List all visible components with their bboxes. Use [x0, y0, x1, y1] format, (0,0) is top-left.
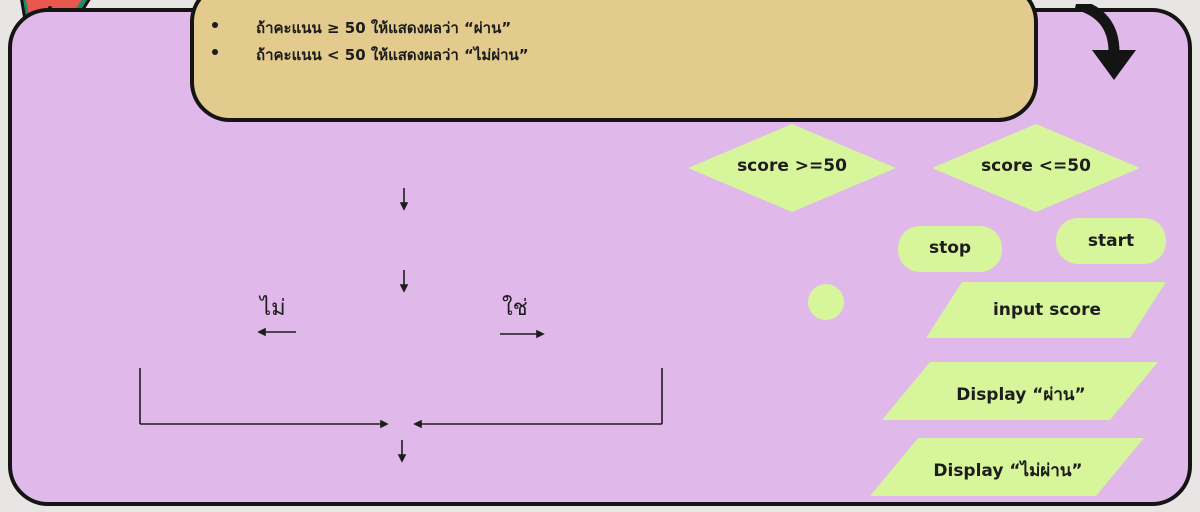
- flowchart-board: ถ้าคะแนน ≥ 50 ให้แสดงผลว่า “ผ่าน” ถ้าคะแ…: [8, 8, 1192, 506]
- decision-ge-label: score >=50: [686, 156, 898, 176]
- terminal-stop-label: stop: [898, 238, 1002, 258]
- display-pass-label: Display “ผ่าน”: [882, 381, 1160, 408]
- input-label: input score: [926, 300, 1168, 320]
- branch-label-yes: ใช่: [502, 290, 528, 325]
- display-fail-label: Display “ไม่ผ่าน”: [870, 457, 1146, 484]
- flow-connectors: [12, 12, 1196, 510]
- connector-circle-shape[interactable]: [808, 284, 844, 320]
- decision-le-label: score <=50: [930, 156, 1142, 176]
- branch-label-no: ไม่: [260, 290, 286, 325]
- terminal-start-label: start: [1056, 231, 1166, 251]
